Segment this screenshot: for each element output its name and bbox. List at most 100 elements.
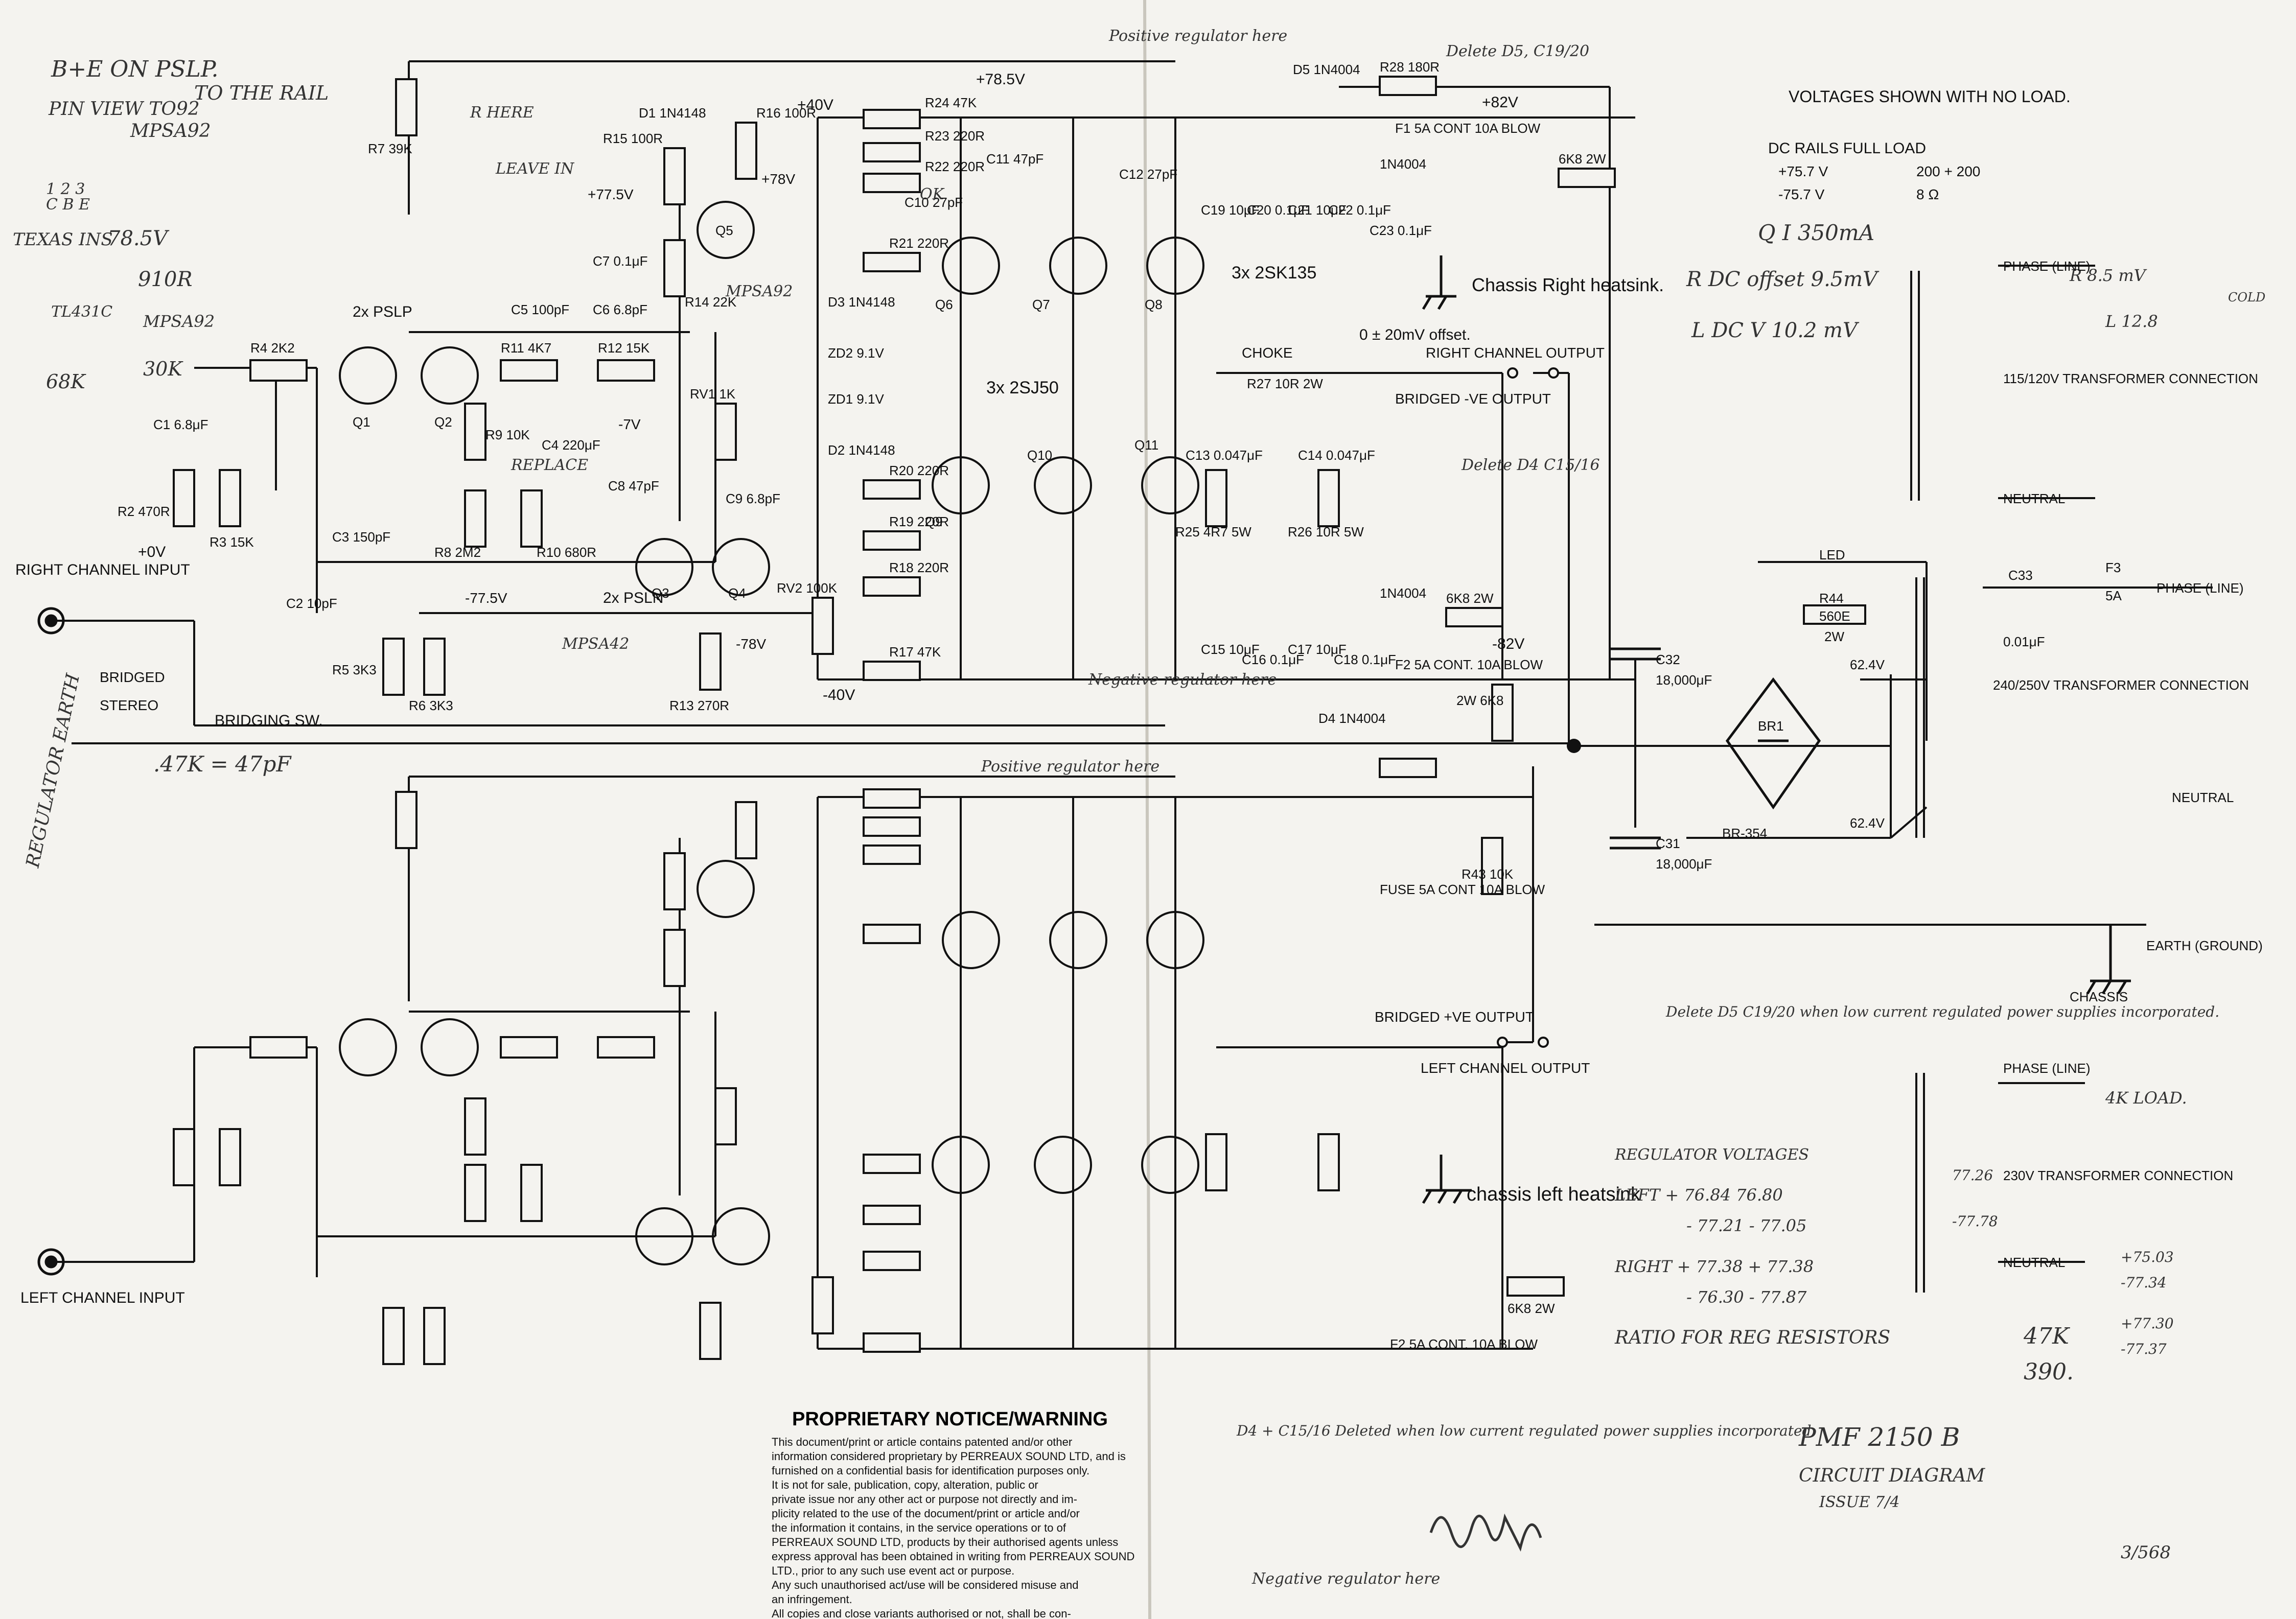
d7-label: 1N4004 xyxy=(1380,585,1426,601)
issue-label: ISSUE 7/4 xyxy=(1819,1493,1899,1511)
earth-label: EARTH (GROUND) xyxy=(2146,938,2263,953)
chassis-left-label: chassis left heatsink xyxy=(1467,1184,1641,1205)
v775-label: +77.5V xyxy=(588,186,634,202)
v82p-label: +82V xyxy=(1482,94,1518,111)
right-regulator-values-2: - 76.30 - 77.87 xyxy=(1686,1287,1807,1307)
reservoir-capacitors xyxy=(1610,647,1661,850)
quiescent-current: Q I 350mA xyxy=(1758,220,1874,245)
chassis-right-label: Chassis Right heatsink. xyxy=(1472,274,1664,295)
c18-label: C18 0.1μF xyxy=(1334,652,1396,667)
notice-line: furnished on a confidential basis for id… xyxy=(772,1464,1089,1477)
notice-line: It is not for sale, publication, copy, a… xyxy=(772,1479,1038,1491)
annotation-delete-d5: Delete D5, C19/20 xyxy=(1446,42,1589,60)
chassis-label: CHASSIS xyxy=(2070,989,2128,1004)
voltages-title: VOLTAGES SHOWN WITH NO LOAD. xyxy=(1789,87,2071,106)
left-phase-reading: L 12.8 xyxy=(2105,312,2158,331)
rv1-label: RV1 1K xyxy=(690,386,736,402)
notice-line: express approval has been obtained in wr… xyxy=(772,1550,1134,1563)
pslp-label: 2x PSLP xyxy=(353,303,412,320)
c3-label: C3 150pF xyxy=(332,529,390,545)
r24-label: R24 47K xyxy=(925,95,977,110)
d1-label: D1 1N4148 xyxy=(639,105,706,121)
d6-label: 1N4004 xyxy=(1380,156,1426,172)
right-phase-reading: R 8.5 mV xyxy=(2069,266,2147,285)
left-6k8-label: 6K8 2W xyxy=(1508,1301,1555,1316)
earth-ground-symbol xyxy=(2086,925,2131,995)
r7-label: R7 39K xyxy=(368,141,412,156)
voltage-reading-5: +77.30 xyxy=(2121,1315,2174,1332)
conn-115v-label: 115/120V TRANSFORMER CONNECTION xyxy=(2003,371,2258,386)
annotation-positive-regulator: Positive regulator here xyxy=(1108,27,1287,45)
note-rail: TO THE RAIL xyxy=(194,82,329,104)
left-input-jack xyxy=(37,1248,65,1276)
neutral-label-2: NEUTRAL xyxy=(2172,790,2234,805)
left-regulator-values-2: - 77.21 - 77.05 xyxy=(1686,1216,1806,1235)
r15-label: R15 100R xyxy=(603,131,663,146)
phase-line-label-1: PHASE (LINE) xyxy=(2003,259,2091,274)
c33-label: C33 xyxy=(2008,568,2033,583)
notice-line: All copies and close variants authorised… xyxy=(772,1607,1071,1619)
br354-label: BR-354 xyxy=(1722,826,1767,841)
right-output-label: RIGHT CHANNEL OUTPUT xyxy=(1426,345,1605,361)
left-input-label: LEFT CHANNEL INPUT xyxy=(20,1289,185,1306)
c22-label: C22 0.1μF xyxy=(1329,202,1391,218)
bridging-switch-label: BRIDGING SW. xyxy=(215,712,323,729)
load-ohms: 8 Ω xyxy=(1916,186,1939,202)
voltage-reading-6: -77.37 xyxy=(2121,1341,2167,1357)
r17-label: R17 47K xyxy=(889,644,941,660)
q3-label: Q3 xyxy=(652,585,669,601)
voltage-reading-4: -77.34 xyxy=(2121,1274,2167,1291)
annotation-neg-reg-bottom: Negative regulator here xyxy=(1251,1570,1440,1588)
positive-regulator-left-note: Positive regulator here xyxy=(981,758,1159,776)
rail-positive: +75.7 V xyxy=(1778,163,1828,179)
dc-rails-label: DC RAILS FULL LOAD xyxy=(1768,140,1926,157)
phase-line-label-2: PHASE (LINE) xyxy=(2156,580,2244,596)
bridged-pve-output-label: BRIDGED +VE OUTPUT xyxy=(1375,1009,1534,1025)
c21-label: C21 10μF xyxy=(1288,202,1347,218)
r5-label: R5 3K3 xyxy=(332,662,377,677)
cold-note: COLD xyxy=(2228,290,2265,304)
c7-label: C7 0.1μF xyxy=(593,253,647,269)
c1-label: C1 6.8μF xyxy=(153,417,208,432)
bridge-rectifier-br1 xyxy=(1725,677,1821,810)
drawing-code: 3/568 xyxy=(2121,1542,2171,1563)
rail-negative: -75.7 V xyxy=(1778,186,1825,202)
r43-label: R43 10K xyxy=(1462,866,1514,882)
neutral-label-3: NEUTRAL xyxy=(2003,1255,2065,1270)
r10-label: R10 680R xyxy=(537,545,596,560)
r12-label: R12 15K xyxy=(598,340,650,356)
note-30k: 30K xyxy=(143,358,183,380)
left-regulator-values-1: LEFT + 76.84 76.80 xyxy=(1614,1185,1783,1205)
chassis-right-symbol xyxy=(1422,255,1456,310)
c20-label: C20 0.1μF xyxy=(1247,202,1309,218)
annotation-negative-regulator: Negative regulator here xyxy=(1088,671,1277,689)
c8-label: C8 47pF xyxy=(608,478,659,494)
c10-label: C10 27pF xyxy=(905,195,963,210)
r21-label: R21 220R xyxy=(889,236,949,251)
notice-line: LTD., prior to any such use event act or… xyxy=(772,1564,1014,1577)
choke-label: CHOKE xyxy=(1242,345,1293,361)
rv2-label: RV2 100K xyxy=(777,580,838,596)
r8-label: R8 2M2 xyxy=(434,545,481,560)
note-785v: 78.5V xyxy=(107,227,170,250)
annotation-mpsa42: MPSA42 xyxy=(562,635,629,653)
offset-label: 0 ± 20mV offset. xyxy=(1359,326,1471,343)
ratio-denominator: 390. xyxy=(2024,1359,2074,1385)
r26-label: R26 10R 5W xyxy=(1288,524,1364,539)
note-tl431: TL431C xyxy=(51,303,112,321)
stereo-label: STEREO xyxy=(100,697,158,713)
zd1-label: ZD1 9.1V xyxy=(828,391,884,407)
r20-label: R20 220R xyxy=(889,463,949,478)
note-texas: TEXAS INS xyxy=(13,229,113,250)
4k-load-note: 4K LOAD. xyxy=(2105,1088,2187,1108)
c23-label: C23 0.1μF xyxy=(1370,223,1432,238)
ratio-numerator: 47K xyxy=(2023,1323,2070,1349)
c17-label: C17 10μF xyxy=(1288,642,1347,657)
r23-label: R23 220R xyxy=(925,128,985,144)
right-dc-offset: R DC offset 9.5mV xyxy=(1686,268,1880,291)
notice-title: PROPRIETARY NOTICE/WARNING xyxy=(792,1409,1108,1430)
q8-label: Q8 xyxy=(1145,297,1163,312)
r18-label: R18 220R xyxy=(889,560,949,575)
annotation-replace: REPLACE xyxy=(511,456,588,474)
q10-label: Q10 xyxy=(1027,448,1052,463)
